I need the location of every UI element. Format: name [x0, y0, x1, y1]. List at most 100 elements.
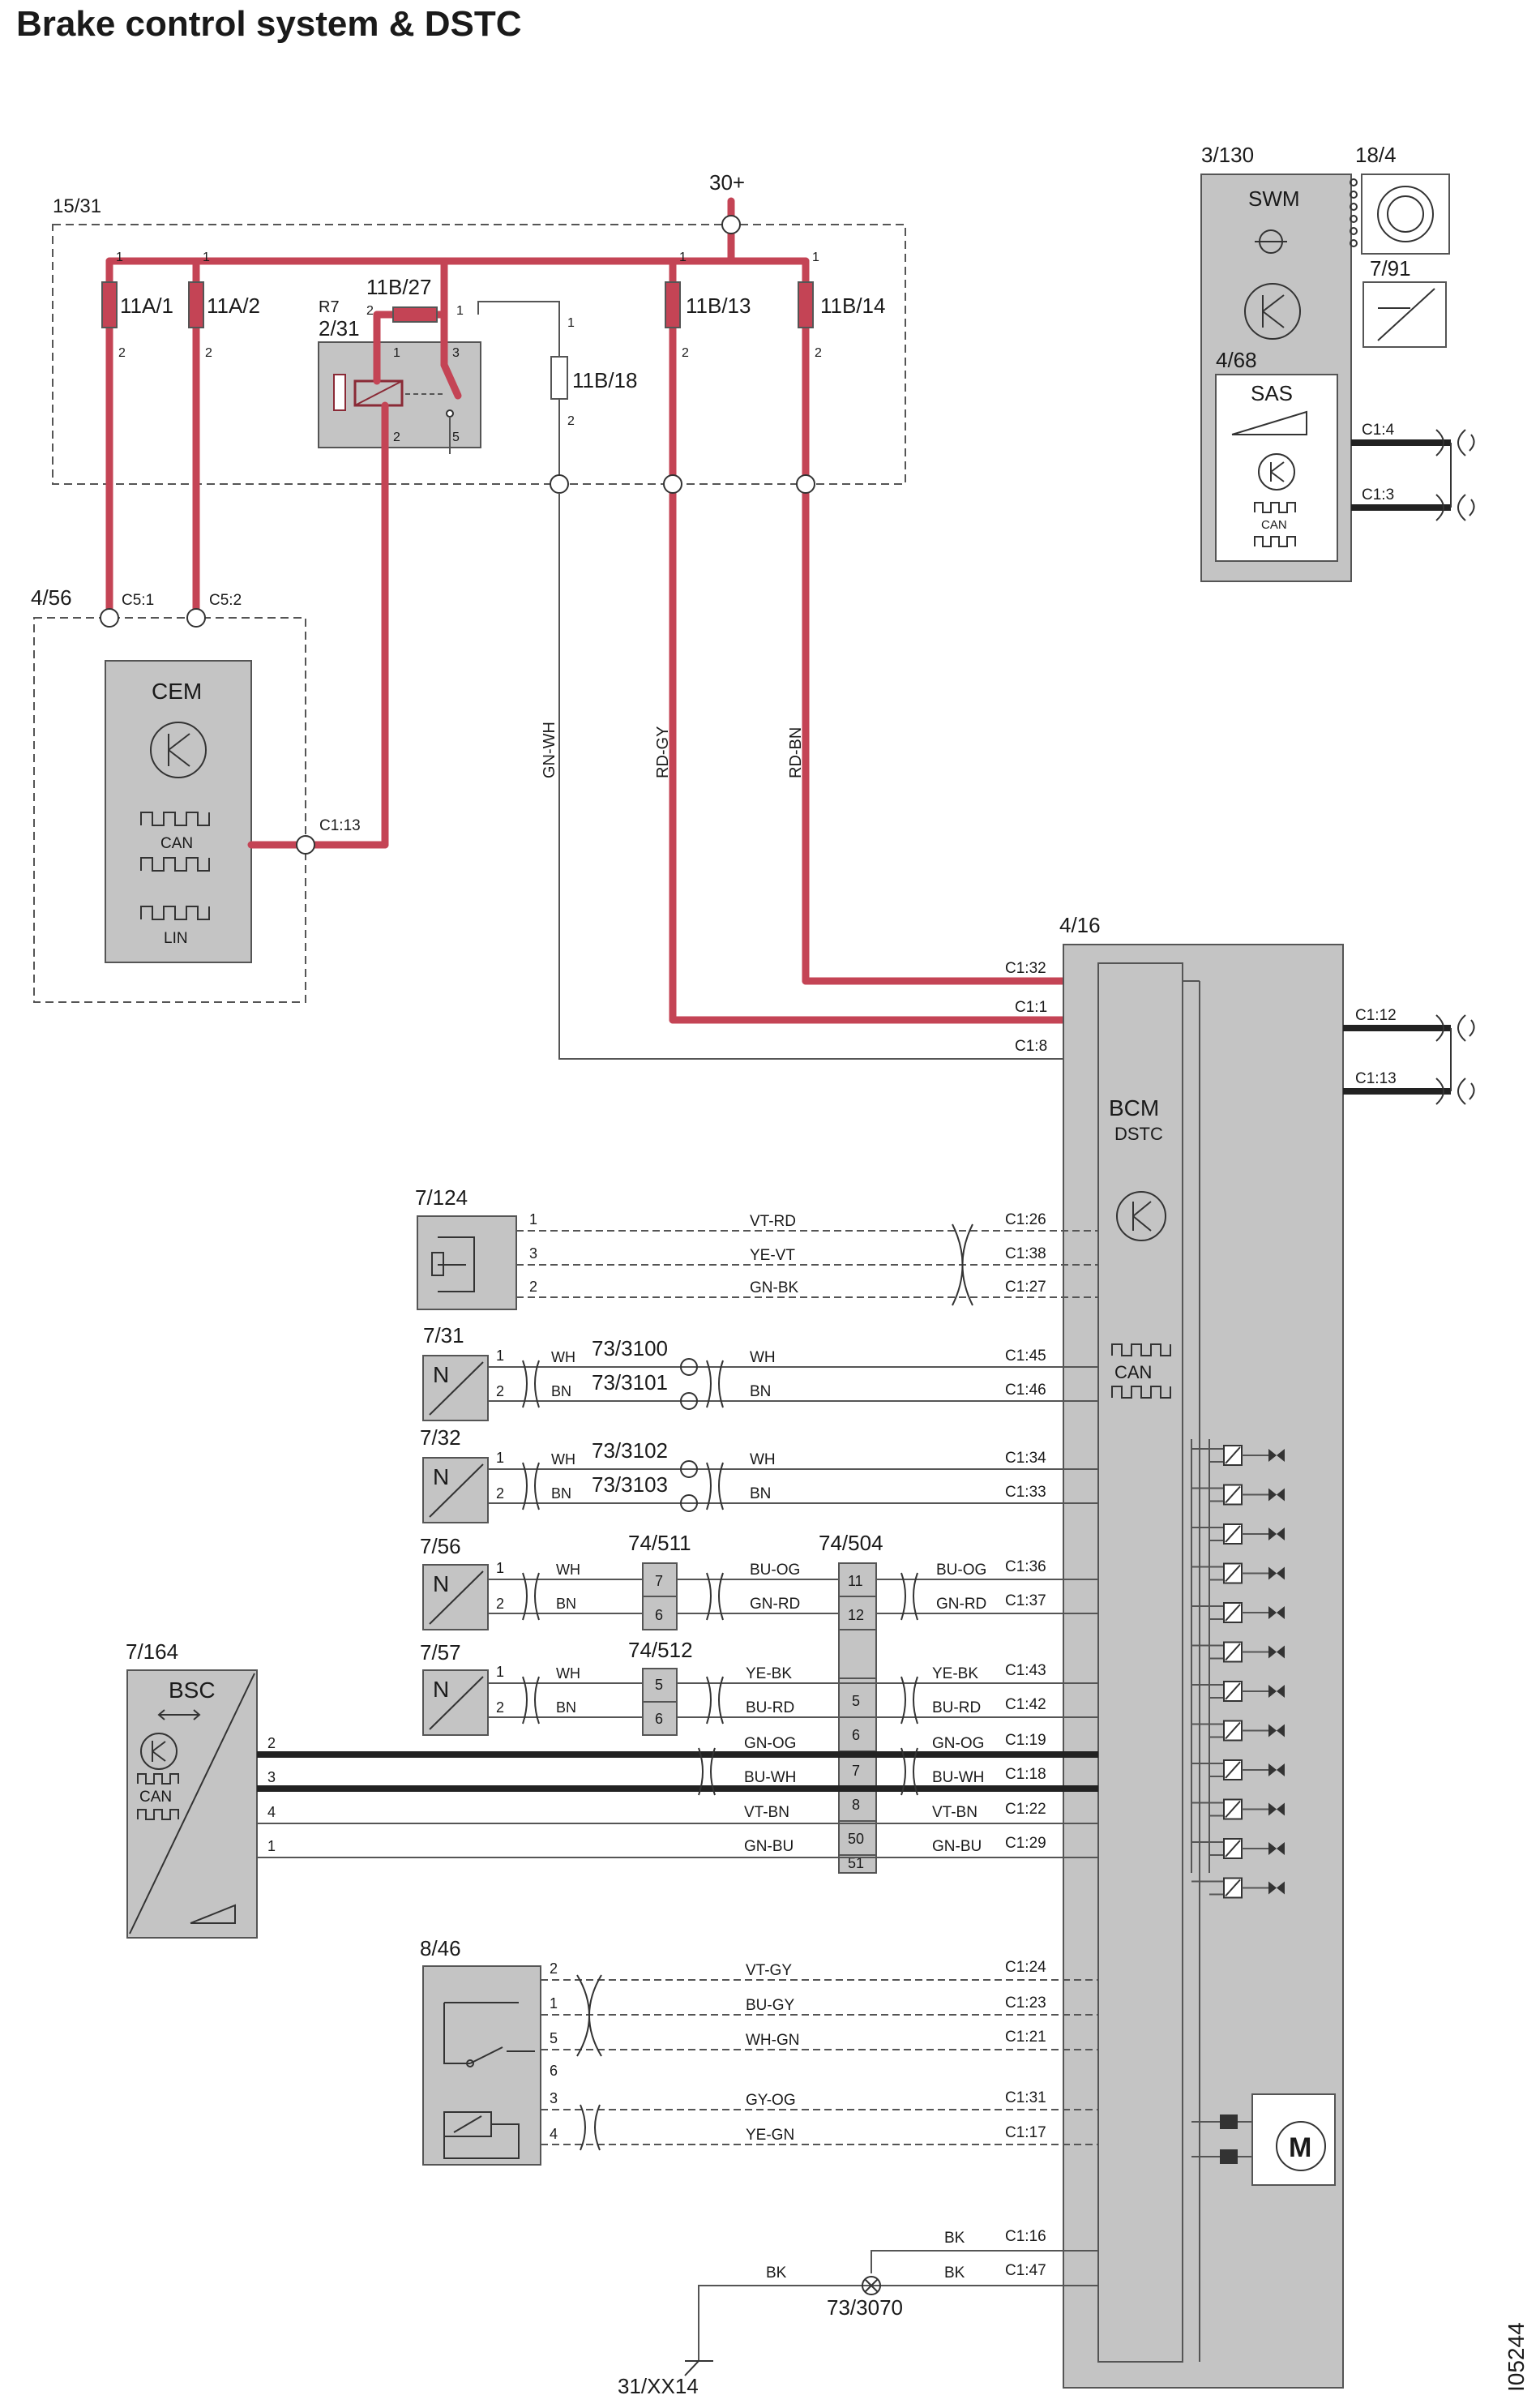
- svg-text:VT-RD: VT-RD: [750, 1213, 796, 1230]
- svg-text:30+: 30+: [709, 170, 745, 195]
- svg-text:7: 7: [655, 1573, 663, 1589]
- svg-text:GN-OG: GN-OG: [932, 1735, 984, 1752]
- svg-text:WH-GN: WH-GN: [746, 2032, 799, 2049]
- svg-text:C5:2: C5:2: [209, 592, 242, 609]
- wheel-sensor-7-57: 7/57 N 1 2 WH BN 74/512 5 6 YE-BK BU-RD …: [420, 1638, 1098, 1736]
- svg-text:73/3102: 73/3102: [592, 1438, 668, 1463]
- svg-text:8/46: 8/46: [420, 1936, 461, 1960]
- svg-text:C1:13: C1:13: [319, 817, 361, 834]
- connector-74-504: 74/504 11 12 5 6 7 8 50 51: [819, 1531, 883, 1874]
- svg-text:BK: BK: [766, 2264, 787, 2282]
- svg-text:1: 1: [812, 251, 819, 264]
- svg-text:5: 5: [655, 1677, 663, 1693]
- svg-text:11A/2: 11A/2: [207, 294, 260, 318]
- svg-text:3: 3: [529, 1245, 537, 1262]
- svg-text:11B/18: 11B/18: [572, 368, 637, 392]
- svg-text:C1:23: C1:23: [1005, 1995, 1046, 2012]
- svg-text:C1:18: C1:18: [1005, 1766, 1046, 1783]
- svg-text:2: 2: [118, 346, 126, 360]
- bsc-module: 7/164 BSC CAN: [126, 1639, 258, 1939]
- relay-r7: 11B/27 2 1 R7 2/31 1 3 2 5: [318, 257, 481, 849]
- svg-text:YE-GN: YE-GN: [746, 2127, 794, 2144]
- valve-coil: [1191, 1641, 1285, 1663]
- svg-text:15/31: 15/31: [53, 195, 101, 217]
- fuse-11a-1: 11A/1 1 2: [101, 251, 173, 620]
- svg-text:7: 7: [852, 1763, 860, 1779]
- fuse-11b-13: 11B/13 1 2: [665, 251, 751, 1024]
- svg-text:5: 5: [452, 431, 460, 444]
- wheel-sensor-7-32: 7/32 N 1 2 WH BN 73/3102 73/3103 WH BN C…: [420, 1425, 1098, 1523]
- svg-text:VT-GY: VT-GY: [746, 1962, 792, 1979]
- svg-text:GN-BU: GN-BU: [744, 1838, 794, 1855]
- svg-text:C1:19: C1:19: [1005, 1732, 1046, 1749]
- svg-text:C1:26: C1:26: [1005, 1211, 1046, 1228]
- svg-text:BU-WH: BU-WH: [744, 1769, 796, 1786]
- svg-text:C1:31: C1:31: [1005, 2089, 1046, 2106]
- svg-text:BU-OG: BU-OG: [750, 1562, 800, 1579]
- svg-text:4/16: 4/16: [1059, 913, 1101, 937]
- svg-text:C1:38: C1:38: [1005, 1245, 1046, 1262]
- svg-text:WH: WH: [556, 1562, 580, 1578]
- svg-text:51: 51: [848, 1855, 864, 1871]
- svg-text:11B/14: 11B/14: [820, 294, 885, 318]
- svg-text:C1:12: C1:12: [1355, 1007, 1397, 1024]
- svg-text:CAN: CAN: [1114, 1362, 1152, 1382]
- svg-text:74/511: 74/511: [628, 1531, 691, 1555]
- svg-text:2: 2: [496, 1383, 504, 1399]
- svg-text:GN-BK: GN-BK: [750, 1279, 799, 1296]
- svg-text:2: 2: [567, 414, 575, 428]
- svg-text:2: 2: [682, 346, 689, 360]
- svg-text:7/56: 7/56: [420, 1534, 461, 1558]
- svg-text:C5:1: C5:1: [122, 592, 154, 609]
- svg-text:GN-RD: GN-RD: [750, 1596, 800, 1613]
- svg-text:2: 2: [496, 1699, 504, 1716]
- svg-text:2: 2: [815, 346, 822, 360]
- svg-text:C1:24: C1:24: [1005, 1959, 1046, 1976]
- svg-text:11: 11: [848, 1573, 863, 1589]
- clockspring-18-4: [1350, 174, 1450, 255]
- valve-coil: [1191, 1759, 1285, 1780]
- svg-text:YE-BK: YE-BK: [932, 1665, 978, 1682]
- svg-text:2/31: 2/31: [319, 316, 360, 341]
- svg-text:BN: BN: [750, 1485, 771, 1502]
- valve-coil: [1191, 1602, 1285, 1623]
- svg-text:31/XX14: 31/XX14: [618, 2374, 699, 2398]
- svg-text:BN: BN: [551, 1383, 571, 1399]
- svg-text:73/3070: 73/3070: [827, 2295, 903, 2320]
- svg-text:2: 2: [496, 1596, 504, 1612]
- valve-coil: [1191, 1523, 1285, 1545]
- svg-text:CAN: CAN: [160, 835, 193, 852]
- svg-text:WH: WH: [556, 1665, 580, 1682]
- svg-text:N: N: [433, 1571, 449, 1596]
- svg-text:73/3101: 73/3101: [592, 1370, 668, 1395]
- brake-pedal-switch-8-46: 8/46 2 1 5 6 3 4 VT-GY BU-GY WH-GN GY-OG…: [420, 1936, 1098, 2166]
- svg-text:SAS: SAS: [1251, 381, 1293, 405]
- svg-text:7/57: 7/57: [420, 1640, 461, 1665]
- svg-text:C1:29: C1:29: [1005, 1835, 1046, 1852]
- svg-text:GN-OG: GN-OG: [744, 1735, 796, 1752]
- svg-text:WH: WH: [750, 1349, 776, 1366]
- valve-coil: [1191, 1562, 1285, 1584]
- page-title: Brake control system & DSTC: [16, 4, 522, 44]
- svg-text:CAN: CAN: [1261, 518, 1287, 532]
- svg-text:1: 1: [529, 1211, 537, 1228]
- svg-text:C1:34: C1:34: [1005, 1450, 1046, 1467]
- svg-text:N: N: [433, 1362, 449, 1387]
- fuse-box-15-31: 15/31: [52, 195, 906, 485]
- fuse-11b-14: 11B/14 1 2: [798, 251, 885, 985]
- svg-text:2: 2: [205, 346, 212, 360]
- svg-text:C1:16: C1:16: [1005, 2228, 1046, 2245]
- svg-text:11B/27: 11B/27: [366, 275, 431, 299]
- svg-text:C1:36: C1:36: [1005, 1558, 1046, 1575]
- svg-text:1: 1: [496, 1348, 504, 1364]
- cem-module: 4/56 C5:1 C5:2 CEM CAN LIN C1:13: [31, 585, 389, 1003]
- svg-text:1: 1: [203, 251, 210, 264]
- svg-text:C1:42: C1:42: [1005, 1696, 1046, 1713]
- svg-text:11A/1: 11A/1: [120, 294, 173, 318]
- swm-module: 3/130 18/4 SWM 4/68 SAS CAN C1:4 C1:3: [1200, 143, 1475, 582]
- svg-text:CAN: CAN: [139, 1789, 172, 1806]
- supply-30-plus: 30+: [709, 170, 745, 265]
- svg-text:WH: WH: [551, 1451, 575, 1468]
- svg-text:C1:4: C1:4: [1362, 422, 1395, 439]
- svg-text:74/504: 74/504: [819, 1531, 883, 1555]
